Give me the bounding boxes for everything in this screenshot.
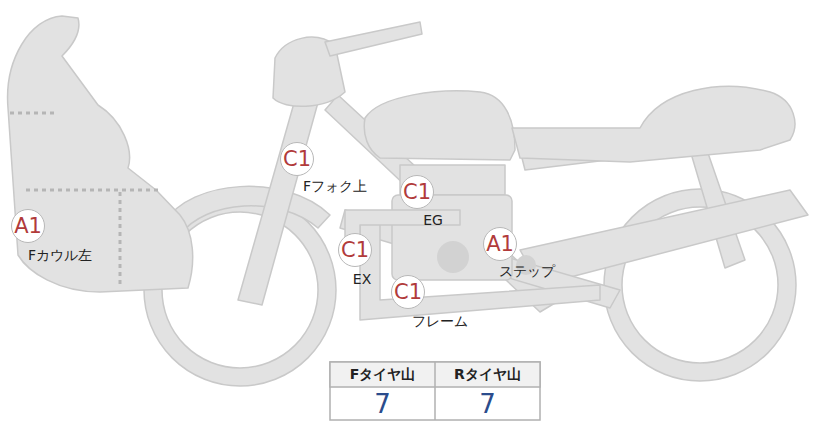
damage-circle: C1 bbox=[338, 233, 372, 267]
seat bbox=[512, 86, 795, 162]
fuel-tank bbox=[364, 91, 515, 160]
damage-code: A1 bbox=[484, 228, 516, 260]
cowl-section-line bbox=[10, 112, 56, 115]
damage-code: C1 bbox=[281, 143, 313, 175]
damage-code: C1 bbox=[392, 276, 424, 308]
handlebar bbox=[325, 22, 422, 56]
tread-table-divider bbox=[434, 362, 436, 420]
tread-depth: 7 bbox=[330, 387, 435, 420]
engine-cover bbox=[437, 241, 469, 273]
damage-circle: C1 bbox=[391, 275, 425, 309]
swingarm bbox=[520, 190, 808, 285]
table-header: Rタイヤ山 bbox=[435, 362, 540, 387]
part-name: EX bbox=[353, 272, 371, 287]
tread-table bbox=[330, 362, 540, 420]
damage-circle: A1 bbox=[483, 227, 517, 261]
front-cowl bbox=[8, 16, 193, 292]
part-name: EG bbox=[423, 213, 443, 228]
tread-depth: 7 bbox=[435, 387, 540, 420]
damage-code: C1 bbox=[401, 176, 433, 208]
cowl-section-line bbox=[26, 189, 160, 192]
part-name: Fカウル左 bbox=[28, 248, 92, 263]
damage-code: A1 bbox=[12, 210, 44, 242]
part-name: ステップ bbox=[499, 264, 555, 279]
damage-circle: C1 bbox=[280, 142, 314, 176]
part-name: Fフォク上 bbox=[303, 179, 367, 194]
damage-circle: C1 bbox=[400, 175, 434, 209]
damage-code: C1 bbox=[339, 234, 371, 266]
cowl-section-line bbox=[119, 192, 122, 288]
table-header: Fタイヤ山 bbox=[330, 362, 435, 387]
damage-circle: A1 bbox=[11, 209, 45, 243]
part-name: フレーム bbox=[412, 314, 468, 329]
